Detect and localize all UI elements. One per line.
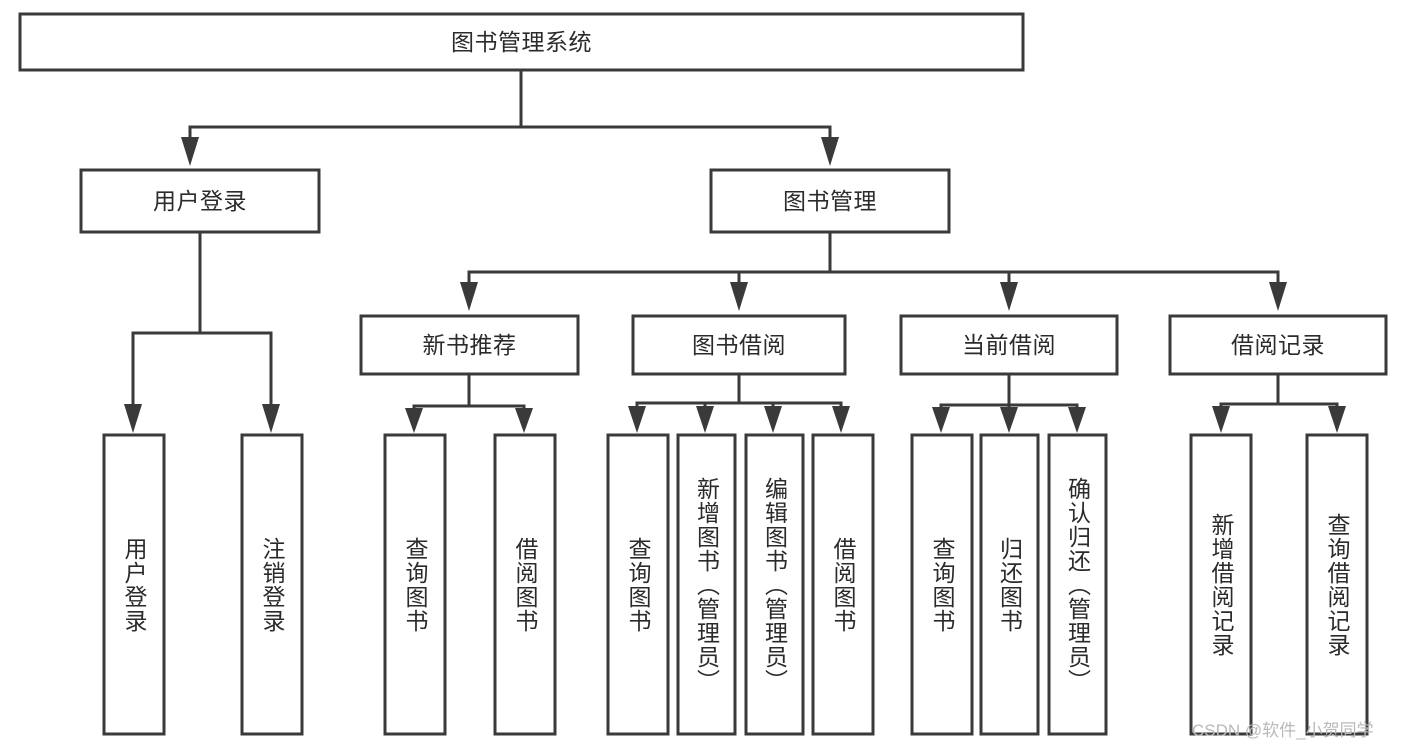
connector-group-current-borrow-children: [932, 373, 1086, 433]
node-box-user-login[interactable]: [79, 168, 321, 234]
arrow-to-book-borrow-icon: [730, 282, 748, 311]
arrow-to-leaf-edit-book-icon: [764, 406, 782, 433]
connector-group-borrow-record-children: [1212, 373, 1346, 433]
node-box-borrow-record[interactable]: [1168, 314, 1388, 376]
connector-group-new-book-recommend-children: [405, 373, 533, 433]
connector-group-user-login-children: [124, 231, 280, 433]
arrow-to-current-borrow-icon: [1000, 282, 1018, 311]
arrow-to-leaf-confirm-return-icon: [1068, 407, 1086, 433]
connector-group-book-management-children: [460, 231, 1287, 311]
node-box-leaf-confirm-return[interactable]: [1047, 433, 1108, 736]
node-box-leaf-borrow-book-2[interactable]: [811, 433, 875, 736]
arrow-to-leaf-borrow-book-1-icon: [515, 408, 533, 433]
node-box-book-management[interactable]: [709, 168, 951, 234]
arrow-to-new-book-recommend-icon: [460, 282, 478, 311]
node-box-leaf-query-record[interactable]: [1305, 433, 1369, 736]
arrow-to-leaf-return-book-icon: [1000, 407, 1018, 433]
node-box-book-borrow[interactable]: [631, 314, 847, 376]
arrow-to-book-management-icon: [821, 137, 839, 166]
arrow-to-leaf-query-book-3-icon: [932, 407, 950, 433]
node-box-leaf-user-login[interactable]: [102, 433, 166, 736]
arrow-to-leaf-query-record-icon: [1328, 406, 1346, 433]
node-box-root[interactable]: [18, 12, 1025, 72]
node-box-leaf-return-book[interactable]: [979, 433, 1040, 736]
node-box-leaf-add-record[interactable]: [1189, 433, 1253, 736]
node-box-leaf-edit-book[interactable]: [744, 433, 805, 736]
node-box-new-book-recommend[interactable]: [359, 314, 580, 376]
arrow-to-leaf-query-book-2-icon: [628, 406, 646, 433]
node-box-leaf-logout-login[interactable]: [240, 433, 304, 736]
arrow-to-leaf-add-record-icon: [1212, 406, 1230, 433]
arrow-to-leaf-borrow-book-2-icon: [832, 406, 850, 433]
connector-group-root-to-level1: [181, 68, 839, 166]
arrow-to-borrow-record-icon: [1269, 282, 1287, 311]
node-box-leaf-query-book-1[interactable]: [383, 433, 447, 736]
arrow-to-leaf-user-login-icon: [124, 404, 142, 433]
connector-group-book-borrow-children: [628, 373, 850, 433]
node-box-leaf-query-book-2[interactable]: [606, 433, 670, 736]
node-box-current-borrow[interactable]: [899, 314, 1119, 376]
node-box-leaf-add-book[interactable]: [676, 433, 737, 736]
node-box-leaf-borrow-book-1[interactable]: [493, 433, 557, 736]
node-box-leaf-query-book-3[interactable]: [910, 433, 974, 736]
arrow-to-leaf-add-book-icon: [696, 406, 714, 433]
arrow-to-leaf-logout-login-icon: [262, 404, 280, 433]
arrow-to-user-login-icon: [181, 137, 199, 166]
arrow-to-leaf-query-book-1-icon: [405, 408, 423, 433]
